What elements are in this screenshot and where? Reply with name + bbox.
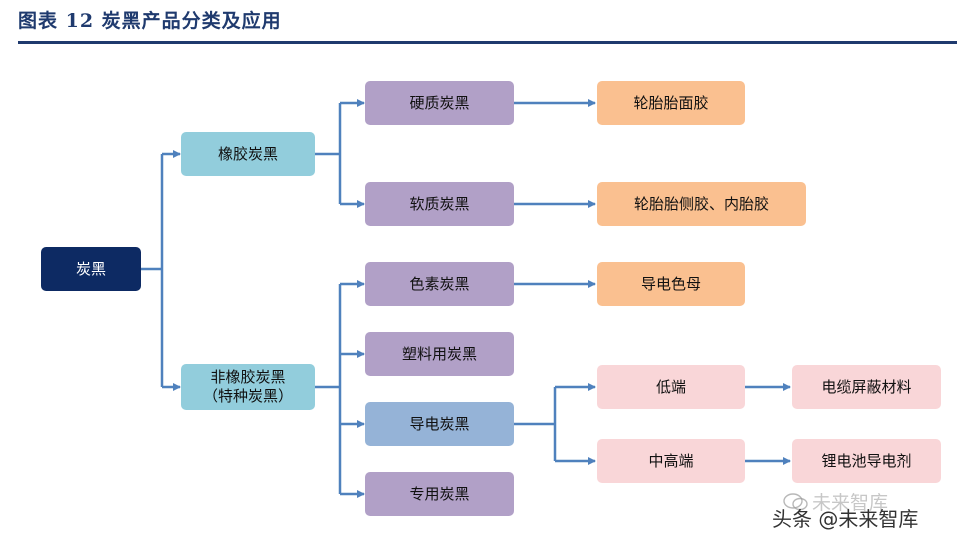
- node-conductive-masterbatch: 导电色母: [597, 262, 745, 306]
- node-pigment-carbon-black: 色素炭黑: [365, 262, 514, 306]
- watermark-faint: 未来智库: [812, 492, 889, 514]
- node-low-end: 低端: [597, 365, 745, 409]
- node-hard-carbon-black: 硬质炭黑: [365, 81, 514, 125]
- node-carbon-black: 炭黑: [41, 247, 141, 291]
- node-tire-sidewall: 轮胎胎侧胶、内胎胶: [597, 182, 806, 226]
- node-cable-shielding: 电缆屏蔽材料: [792, 365, 941, 409]
- wechat-icon: [783, 493, 808, 511]
- node-non-rubber-carbon-black: 非橡胶炭黑 （特种炭黑）: [181, 364, 315, 410]
- node-plastic-carbon-black: 塑料用炭黑: [365, 332, 514, 376]
- watermark-text: 头条 @未来智库: [772, 507, 919, 531]
- node-lithium-conductive-agent: 锂电池导电剂: [792, 439, 941, 483]
- node-rubber-carbon-black: 橡胶炭黑: [181, 132, 315, 176]
- node-conductive-carbon-black: 导电炭黑: [365, 402, 514, 446]
- node-soft-carbon-black: 软质炭黑: [365, 182, 514, 226]
- page-title: 图表 12 炭黑产品分类及应用: [18, 10, 282, 32]
- node-tire-tread: 轮胎胎面胶: [597, 81, 745, 125]
- title-divider: [18, 41, 957, 44]
- node-special-carbon-black: 专用炭黑: [365, 472, 514, 516]
- node-mid-high-end: 中高端: [597, 439, 745, 483]
